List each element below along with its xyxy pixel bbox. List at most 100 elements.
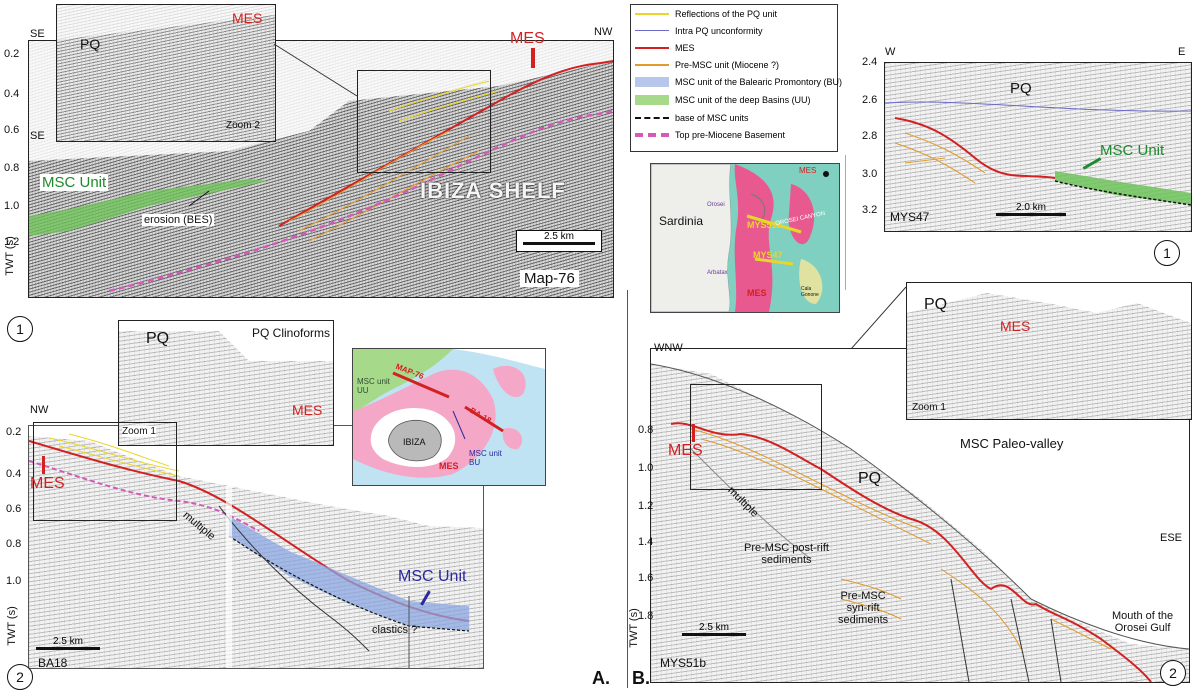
zoom2-label: Zoom 2 [226,120,260,131]
b2-post-rift-label: Pre-MSC post-rift sediments [744,542,829,566]
b2-tick-4: 1.6 [638,572,654,584]
b2-tick-2: 1.2 [638,500,654,512]
b2-syn-rift-label: Pre-MSC syn-rift sediments [838,590,889,626]
sardinia-mes2-label: MES [799,166,817,175]
ibiza-msc-bu-label: MSC unit BU [469,449,502,467]
zoom1-b2-overlay [907,283,1191,323]
a1-tick-2: 0.6 [4,124,20,136]
section-b-label: B. [632,668,650,688]
b1-msc-unit-label: MSC Unit [1100,142,1165,159]
b-top-divider [845,155,846,290]
a2-number-badge: 2 [7,664,33,690]
b1-w-label: W [885,46,896,58]
b2-profile-label: MYS51b [660,656,707,670]
ibiza-location-map: MSC unit UU MAP-76 BA-18 IBIZA MES MSC u… [352,348,546,486]
b1-scale-label: 2.0 km [1015,202,1046,213]
zoom2-source-box [357,70,491,173]
b2-zoom-label: Zoom 1 [912,402,946,413]
zoom1-a2-source-box [33,422,177,521]
a2-clastics-label: clastics ? [372,624,418,636]
a2-profile-label: BA18 [38,656,68,670]
a1-scale-label: 2.5 km [543,231,574,242]
ibiza-map-shapes [353,349,545,478]
a2-zoom-pq-label: PQ [146,330,170,347]
mys51b-map-label: MYS51b [747,220,783,230]
a1-se-top-label: SE [30,28,45,40]
b2-tick-5: 1.8 [638,610,654,622]
b2-number-badge: 2 [1160,660,1186,686]
a1-tick-3: 0.8 [4,162,20,174]
a2-tick-4: 1.0 [6,575,22,587]
profile-mys51b-overlay [651,349,1189,682]
b2-tick-0: 0.8 [638,424,654,436]
legend-item-pre-msc: Pre-MSC unit (Miocene ?) [635,59,779,71]
a2-scale-bar: 2.5 km [36,636,100,652]
b1-tick-0: 2.4 [862,56,878,68]
cala-gonone-label: Cala Gonone [801,286,819,298]
ibiza-island-label: IBIZA [403,437,426,447]
b2-pq-label: PQ [858,470,882,487]
a2-zoom-mes-label: MES [292,402,323,418]
a2-tick-1: 0.4 [6,468,22,480]
zoom2-inset [56,4,276,142]
b2-mes-arrow-icon [692,424,695,442]
legend-item-pq-reflections: Reflections of the PQ unit [635,8,777,20]
b1-pq-label: PQ [1010,80,1032,97]
a1-nw-label: NW [594,26,613,38]
b2-paleo-valley-label: MSC Paleo-valley [960,436,1064,451]
b2-wnw-label: WNW [654,342,683,354]
a1-ibiza-shelf-label: IBIZA SHELF [420,178,566,203]
arbatax-label: Arbatax [707,270,728,276]
sardinia-map-shapes [651,164,839,312]
orosei-label: Orosei [707,202,725,208]
b2-mouth-label: Mouth of the Orosei Gulf [1112,610,1174,634]
mys47-map-label: MYS47 [753,250,783,260]
b1-tick-3: 3.0 [862,168,878,180]
a1-erosion-label: erosion (BES) [142,214,215,226]
b1-e-label: E [1178,46,1186,58]
profile-mys47-overlay [885,101,1191,206]
legend-item-basement: Top pre-Miocene Basement [635,129,785,141]
a2-scale-label: 2.5 km [52,636,83,647]
zoom2-pq-label: PQ [80,36,101,52]
a2-mes-label: MES [30,475,65,492]
b2-ese-label: ESE [1160,532,1183,544]
a2-tick-0: 0.2 [6,426,22,438]
sardinia-label: Sardinia [659,214,704,228]
a2-msc-unit-label: MSC Unit [398,568,467,585]
legend-item-intra-pq: Intra PQ unconformity [635,25,763,37]
b2-zoom-mes-label: MES [1000,318,1031,334]
a2-clinoforms-label: PQ Clinoforms [252,326,331,340]
zoom1-a2-inset [118,320,334,446]
a2-axis-label: TWT (s) [5,606,18,646]
a1-se-mid-label: SE [30,130,45,142]
a1-msc-unit-label: MSC Unit [40,174,109,191]
legend-item-msc-bu: MSC unit of the Balearic Promontory (BU) [635,76,842,88]
legend: Reflections of the PQ unit Intra PQ unco… [630,4,842,152]
b1-scale-bar: 2.0 km [996,202,1066,218]
a2-zoom-label: Zoom 1 [122,426,156,437]
a2-tick-2: 0.6 [6,503,22,515]
zoom1-b2-inset [906,282,1192,420]
legend-item-msc-uu: MSC unit of the deep Basins (UU) [635,94,811,106]
b2-zoom-pq-label: PQ [924,296,948,313]
sardinia-location-map: Sardinia Orosei Arbatax MYS51b MYS47 MES… [650,163,840,313]
a1-scale-bar: 2.5 km [516,230,602,252]
a1-profile-label: Map-76 [520,270,579,287]
legend-item-mes: MES [635,42,695,54]
section-divider [627,290,628,688]
a1-number-badge: 1 [7,316,33,342]
a1-tick-0: 0.2 [4,48,20,60]
b2-scale-bar: 2.5 km [682,622,746,638]
ibiza-msc-uu-label: MSC unit UU [357,377,390,395]
legend-item-base-msc: base of MSC units [635,112,749,124]
a1-tick-4: 1.0 [4,200,20,212]
b2-tick-3: 1.4 [638,536,654,548]
b2-mes-label: MES [668,442,703,459]
a2-tick-3: 0.8 [6,538,22,550]
zoom2-overlay [57,5,275,40]
b2-tick-1: 1.0 [638,462,654,474]
b1-tick-4: 3.2 [862,204,878,216]
b1-tick-1: 2.6 [862,94,878,106]
zoom2-mes-label: MES [232,10,263,26]
